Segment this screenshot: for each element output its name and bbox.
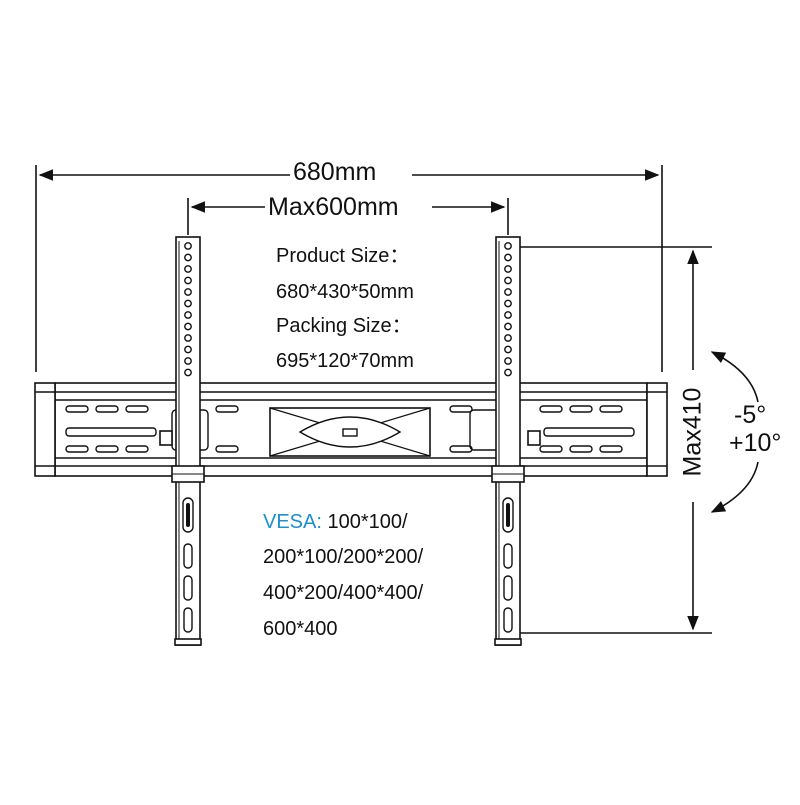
rail-slot — [539, 445, 563, 453]
bracket-slot — [503, 607, 513, 633]
rail-slot — [125, 405, 149, 413]
product-size-value: 680*430*50mm — [276, 281, 414, 303]
rail-slots-top — [65, 405, 623, 413]
rail-long-slot-left — [65, 427, 157, 437]
center-tab — [342, 428, 358, 437]
tv-bracket-left — [171, 236, 205, 646]
width-dimension — [35, 165, 663, 372]
rail-slot — [539, 405, 563, 413]
vesa-line-1: VESA: 100*100/ — [263, 512, 408, 532]
bracket-hole — [184, 334, 192, 342]
height-dimension — [520, 246, 712, 634]
bracket-hole — [184, 242, 192, 250]
bracket-hole — [184, 265, 192, 273]
bracket-hole — [184, 311, 192, 319]
rail-end-cap-right — [646, 382, 668, 477]
bracket-slot — [503, 543, 513, 569]
rail-slot — [65, 445, 89, 453]
rail-slot — [125, 445, 149, 453]
bracket-hole — [184, 253, 192, 262]
max-height-label: Max410 — [678, 387, 707, 477]
bracket-slot — [503, 575, 513, 601]
bracket-slot — [183, 543, 193, 569]
lock-knob-right — [527, 430, 541, 446]
bracket-hole — [504, 299, 512, 308]
lock-knob-left — [159, 430, 173, 446]
bracket-foot — [174, 638, 202, 646]
rail-slot — [599, 445, 623, 453]
bracket-hole — [504, 242, 512, 250]
bracket-slot — [183, 607, 193, 633]
bracket-hole — [184, 276, 192, 285]
packing-size-value: 695*120*70mm — [276, 350, 414, 372]
bracket-hole — [504, 357, 512, 365]
bracket-hole — [184, 299, 192, 308]
wall-rail — [34, 382, 668, 477]
vesa-line-2: 200*100/200*200/ — [263, 546, 424, 568]
tilt-arc-bottom — [710, 461, 759, 513]
tilt-arc-top — [710, 351, 759, 403]
rail-slot — [95, 405, 119, 413]
rail-slots-bottom — [65, 445, 623, 453]
bracket-foot — [494, 638, 522, 646]
rail-slot — [65, 405, 89, 413]
packing-size-label: Packing Size： — [276, 315, 412, 337]
bracket-hole — [184, 357, 192, 365]
bracket-hole — [184, 368, 192, 377]
vesa-width-dimension — [187, 198, 509, 235]
overall-width-label: 680mm — [293, 158, 377, 186]
tv-bracket-right — [491, 236, 525, 646]
vesa-line-4: 600*400 — [263, 618, 338, 640]
bracket-safety-slot-inner — [506, 503, 510, 527]
bracket-hole — [504, 334, 512, 342]
vesa-value-1: 100*100/ — [327, 511, 408, 533]
vesa-line-3: 400*200/400*400/ — [263, 582, 424, 604]
bracket-hole — [504, 345, 512, 354]
rail-slot — [569, 445, 593, 453]
bracket-hole — [504, 311, 512, 319]
bracket-hole — [504, 253, 512, 262]
vesa-label: VESA: — [263, 511, 322, 533]
bracket-slot — [183, 575, 193, 601]
rail-slot — [215, 445, 239, 453]
rail-slot — [599, 405, 623, 413]
tilt-up-label: +10° — [729, 429, 782, 457]
bracket-hole — [504, 276, 512, 285]
bracket-hole — [184, 345, 192, 354]
tilt-indicator — [710, 351, 759, 513]
rail-slot — [449, 405, 473, 413]
max-vesa-width-label: Max600mm — [268, 193, 399, 221]
rail-slot — [215, 405, 239, 413]
rail-slot — [569, 405, 593, 413]
rail-long-slot-right — [543, 427, 635, 437]
product-size-label: Product Size： — [276, 245, 410, 267]
bracket-hole — [504, 288, 512, 296]
bracket-hole — [504, 322, 512, 331]
bracket-hole — [184, 322, 192, 331]
bracket-hole — [184, 288, 192, 296]
bracket-hole — [504, 265, 512, 273]
bracket-safety-slot-inner — [186, 503, 190, 527]
tilt-down-label: -5° — [734, 401, 767, 429]
rail-end-cap-left — [34, 382, 56, 477]
rail-slot — [95, 445, 119, 453]
bracket-hole — [504, 368, 512, 377]
